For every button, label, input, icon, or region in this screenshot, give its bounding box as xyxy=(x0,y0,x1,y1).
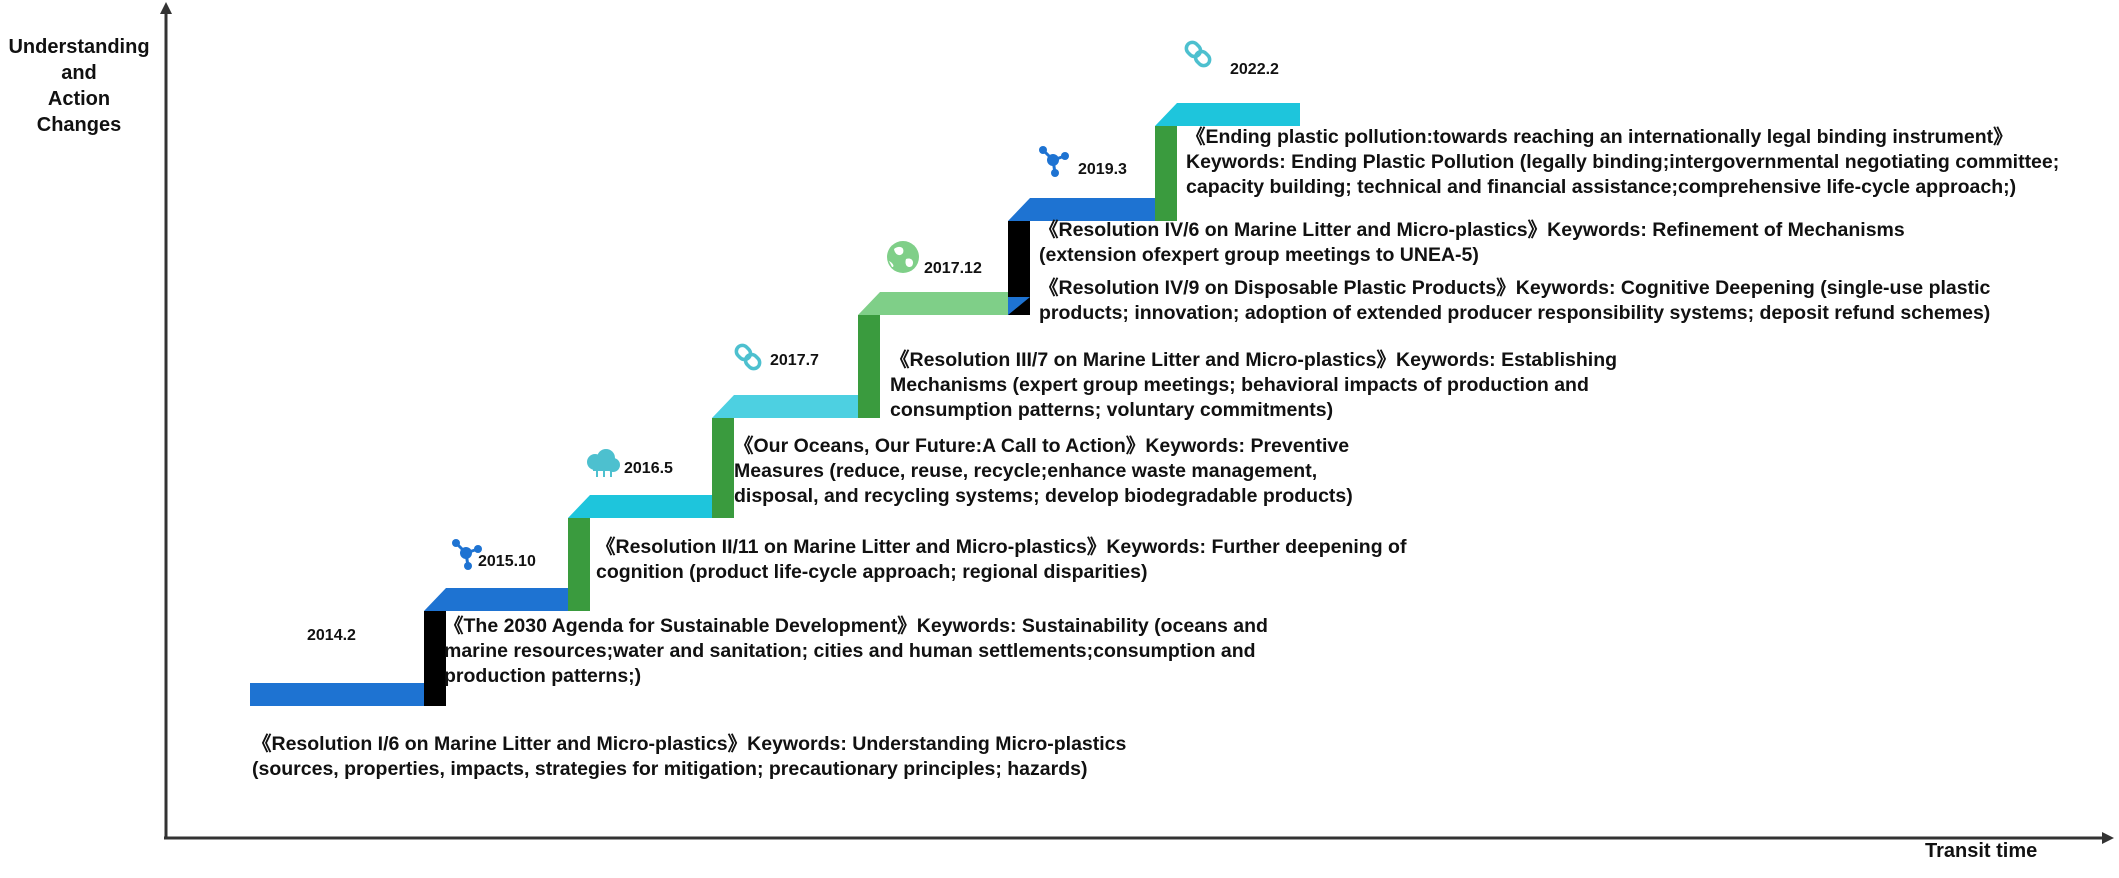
milestone-date: 2022.2 xyxy=(1230,61,1279,78)
x-axis-label: Transit time xyxy=(1925,840,2038,862)
milestone-description: 《The 2030 Agenda for Sustainable Develop… xyxy=(444,614,1268,689)
riser-2017-2017 xyxy=(858,315,880,418)
riser-2016-2017 xyxy=(712,418,734,518)
milestone-date: 2014.2 xyxy=(307,627,356,644)
riser-2015-2016 xyxy=(568,518,590,611)
step-2014-2 xyxy=(250,683,446,706)
description-line: 《The 2030 Agenda for Sustainable Develop… xyxy=(444,615,1268,637)
description-line: 《Resolution I/6 on Marine Litter and Mic… xyxy=(252,733,1127,755)
milestone-date: 2017.7 xyxy=(770,352,819,369)
link-icon xyxy=(734,343,762,371)
riser-2017-2019-bevel xyxy=(1008,297,1030,315)
description-line: (sources, properties, impacts, strategie… xyxy=(252,758,1088,780)
description-line: 《Ending plastic pollution:towards reachi… xyxy=(1186,126,2013,148)
staircase xyxy=(250,103,1300,706)
riser-2017-2019 xyxy=(1008,221,1030,315)
milestone-description: 《Our Oceans, Our Future:A Call to Action… xyxy=(734,434,1353,509)
description-line: products; innovation; adoption of extend… xyxy=(1039,302,1991,324)
molecule-icon xyxy=(452,539,482,570)
description-line: production patterns;) xyxy=(444,665,642,687)
step-2016-5 xyxy=(568,495,734,518)
step-2015-10 xyxy=(424,588,590,611)
step-2017-7 xyxy=(712,395,880,418)
description-line: 《Resolution II/11 on Marine Litter and M… xyxy=(596,536,1407,558)
milestone-date: 2019.3 xyxy=(1078,161,1127,178)
cloud-icon xyxy=(587,449,620,477)
y-axis-label-line: Understanding xyxy=(8,36,150,58)
milestone-description: 《Resolution IV/9 on Disposable Plastic P… xyxy=(1039,276,1990,326)
step-2022-2 xyxy=(1155,103,1300,126)
step-2019-3 xyxy=(1008,198,1177,221)
globe-icon xyxy=(887,241,919,273)
description-line: 《Resolution III/7 on Marine Litter and M… xyxy=(890,349,1618,371)
milestone-description: 《Ending plastic pollution:towards reachi… xyxy=(1186,125,2059,200)
riser-2019-2022 xyxy=(1155,126,1177,221)
description-line: 《Resolution IV/6 on Marine Litter and Mi… xyxy=(1039,219,1905,241)
link-icon xyxy=(1184,40,1212,68)
y-axis-label: Understanding and Action Changes xyxy=(4,34,154,138)
milestone-date: 2016.5 xyxy=(624,460,673,477)
y-axis-label-line: Action Changes xyxy=(36,88,122,136)
riser-2014-2015 xyxy=(424,611,446,706)
step-2017-12 xyxy=(858,292,1030,315)
y-axis-label-line: and xyxy=(61,62,97,84)
description-line: 《Our Oceans, Our Future:A Call to Action… xyxy=(734,435,1350,457)
description-line: marine resources;water and sanitation; c… xyxy=(444,640,1256,662)
milestone-description: 《Resolution II/11 on Marine Litter and M… xyxy=(596,535,1406,585)
description-line: Measures (reduce, reuse, recycle;enhance… xyxy=(734,460,1318,482)
description-line: consumption patterns; voluntary commitme… xyxy=(890,399,1334,421)
description-line: 《Resolution IV/9 on Disposable Plastic P… xyxy=(1039,277,1991,299)
milestone-description: 《Resolution III/7 on Marine Litter and M… xyxy=(890,348,1617,423)
milestone-description: 《Resolution I/6 on Marine Litter and Mic… xyxy=(252,732,1126,782)
description-line: Mechanisms (expert group meetings; behav… xyxy=(890,374,1589,396)
description-line: disposal, and recycling systems; develop… xyxy=(734,485,1353,507)
description-line: Keywords: Ending Plastic Pollution (lega… xyxy=(1186,151,2060,173)
description-line: cognition (product life-cycle approach; … xyxy=(596,561,1148,583)
milestone-date: 2015.10 xyxy=(478,553,536,570)
molecule-icon xyxy=(1039,146,1069,177)
milestone-date: 2017.12 xyxy=(924,260,982,277)
description-line: (extension ofexpert group meetings to UN… xyxy=(1039,244,1479,266)
milestone-description: 《Resolution IV/6 on Marine Litter and Mi… xyxy=(1039,218,1905,268)
description-line: capacity building; technical and financi… xyxy=(1186,176,2017,198)
